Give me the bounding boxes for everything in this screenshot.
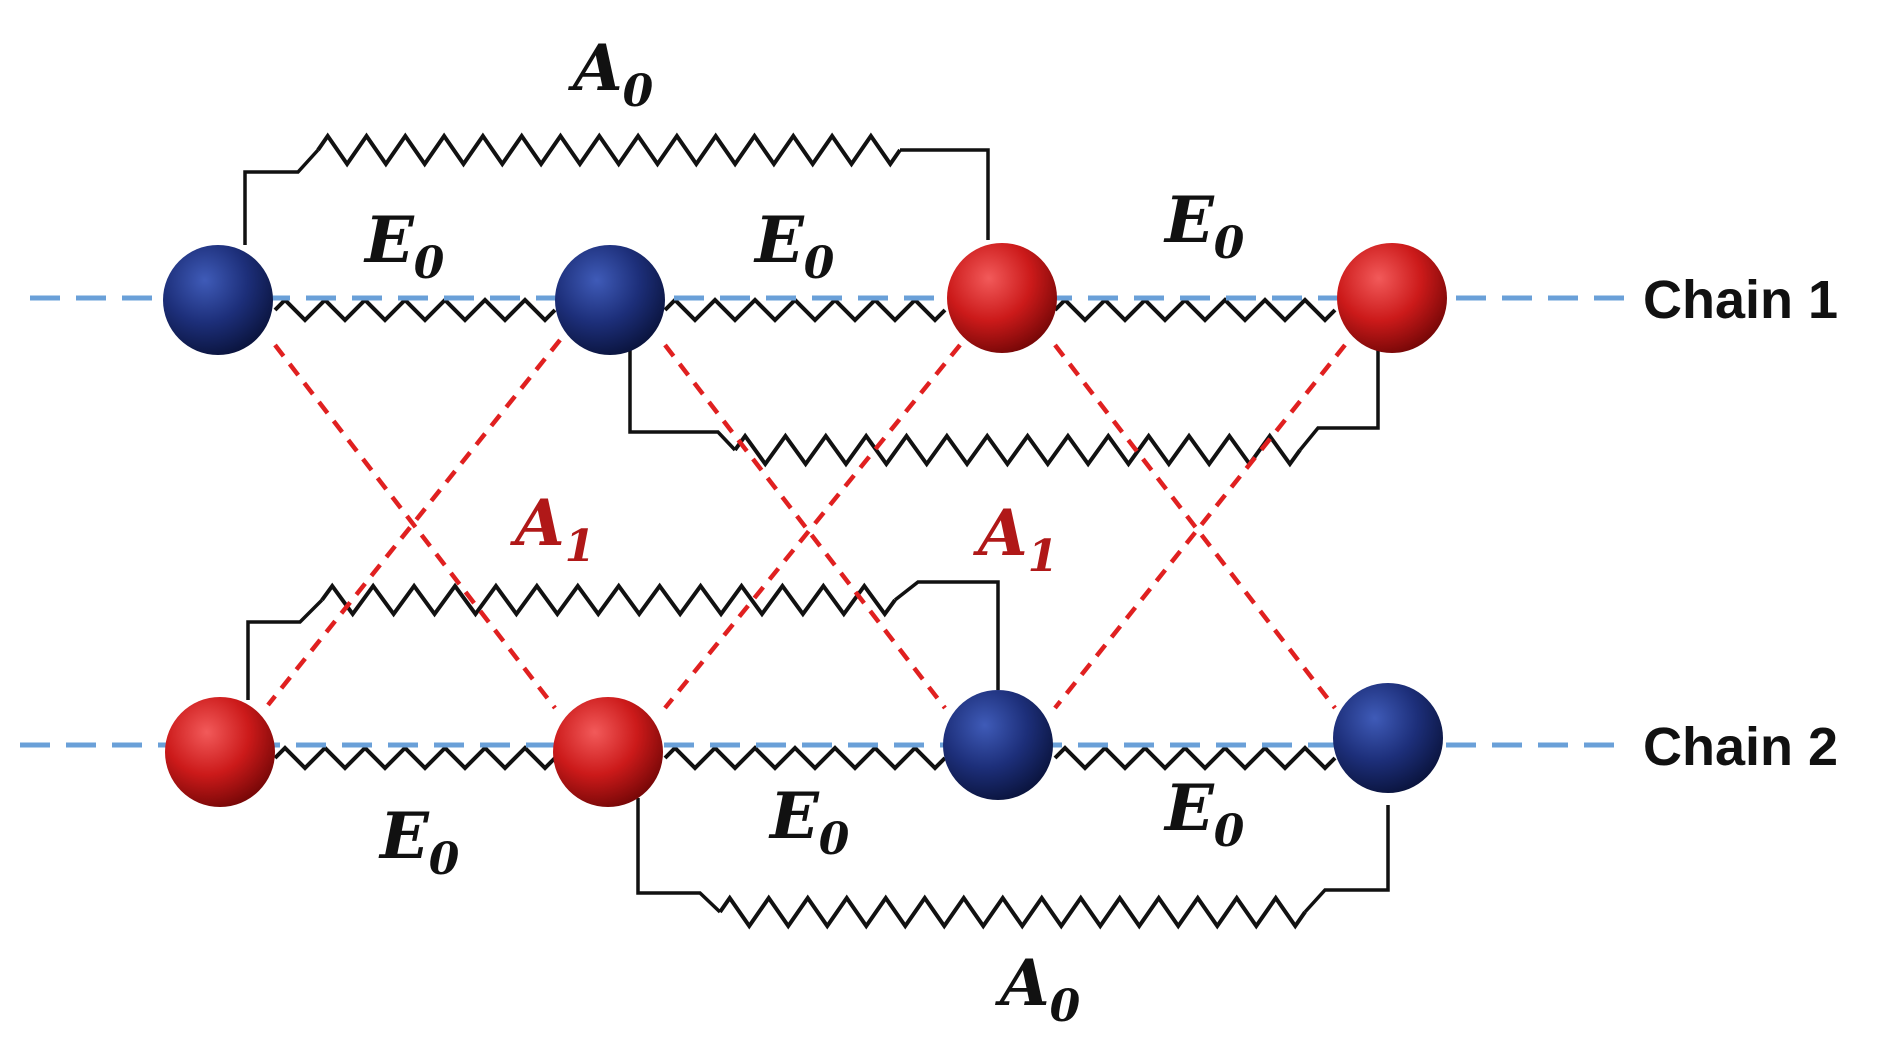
e0-label-chain2-2: E0 [768,779,850,865]
a1-link [663,343,947,710]
a1-interchain-links [266,338,1347,710]
chain-1-label: Chain 1 [1643,270,1838,330]
a1-link [663,343,962,710]
bead-chain2-2 [553,697,663,807]
bead-chain1-1 [163,245,273,355]
e0-label-chain1-3: E0 [1163,183,1245,269]
e0-spring-chain1-1 [273,297,557,323]
e0-spring-chain2-3 [1053,745,1337,771]
a0-spring-top-leads [243,148,990,245]
bead-chain2-3 [943,690,1053,800]
bead-chain1-4 [1337,243,1447,353]
bead-chain2-1 [165,697,275,807]
a0-spring-bottom [718,894,1307,930]
chain-labels: Chain 1 Chain 2 [1643,270,1838,777]
e0-label-chain2-1: E0 [378,799,460,885]
e0-label-chain1-2: E0 [753,203,835,289]
a1-link [1053,343,1347,710]
beads [163,243,1447,807]
a1-link [273,343,557,710]
e0-label-chain1-1: E0 [363,203,445,289]
e0-spring-chain2-1 [273,745,557,771]
bead-chain1-2 [555,245,665,355]
a0-spring-bottom-leads [636,798,1390,914]
spring-labels: A0 E0 E0 E0 A1 A1 E0 E0 E0 A0 [363,31,1245,1032]
a0-spring-chain1-lower [733,432,1302,468]
a1-link [1053,343,1337,710]
a0-spring-chain1-lower-leads [628,300,1380,452]
e0-label-chain2-3: E0 [1163,771,1245,857]
a1-link [266,338,562,707]
e0-spring-chain2-2 [663,745,947,771]
e0-spring-chain1-3 [1053,297,1337,323]
a0-label-top: A0 [568,31,654,117]
a0-spring-top [316,132,902,168]
e0-springs [273,297,1337,771]
a0-spring-chain2-upper [320,582,897,618]
chain-2-label: Chain 2 [1643,717,1838,777]
a0-spring-chain2-upper-leads [246,580,1000,700]
bead-chain1-3 [947,243,1057,353]
a0-label-bottom: A0 [995,946,1081,1032]
a1-label-left: A1 [510,486,595,572]
e0-spring-chain1-2 [663,297,947,323]
a1-label-right: A1 [973,496,1058,582]
a0-springs [243,132,1390,930]
bead-chain2-4 [1333,683,1443,793]
chain-axes [20,295,1625,748]
